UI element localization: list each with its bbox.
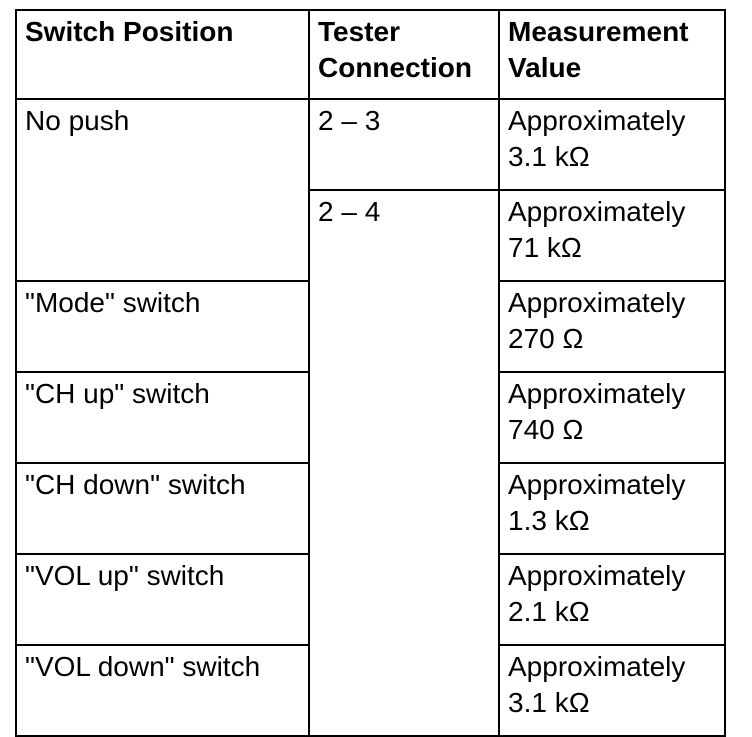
measurement-value-cell: Approximately 71 kΩ (498, 189, 726, 282)
table-row: No push 2 – 3 Approximately 3.1 kΩ (15, 98, 726, 282)
table-row: "VOL down" switch Approximately 3.1 kΩ (15, 644, 726, 737)
measurement-value-cell: Approximately 270 Ω (498, 280, 726, 373)
header-measurement-value: Measurement Value (498, 9, 726, 100)
switch-position-cell: "VOL up" switch (15, 553, 310, 646)
table-row: "CH up" switch Approximately 740 Ω (15, 371, 726, 464)
header-row: Switch Position Tester Connection Measur… (15, 9, 726, 100)
measurement-value-cell: Approximately 1.3 kΩ (498, 462, 726, 555)
switch-position-cell: "CH down" switch (15, 462, 310, 555)
switch-position-cell: "CH up" switch (15, 371, 310, 464)
table-row: 2 – 4 Approximately 71 kΩ (16, 189, 726, 737)
switch-position-cell: No push (15, 98, 310, 282)
table-row: "VOL up" switch Approximately 2.1 kΩ (15, 553, 726, 646)
switch-position-cell: "VOL down" switch (15, 644, 310, 737)
measurement-value-cell: Approximately 2.1 kΩ (498, 553, 726, 646)
table-row: "CH down" switch Approximately 1.3 kΩ (15, 462, 726, 555)
tester-connection-cell: 2 – 4 (308, 189, 500, 737)
tester-connection-cell: 2 – 3 (308, 98, 500, 191)
switch-resistance-table: Switch Position Tester Connection Measur… (15, 9, 726, 737)
header-switch-position: Switch Position (15, 9, 310, 100)
header-tester-connection: Tester Connection (308, 9, 500, 100)
switch-position-cell: "Mode" switch (15, 280, 310, 373)
measurement-value-cell: Approximately 740 Ω (498, 371, 726, 464)
table-row: "Mode" switch Approximately 270 Ω (15, 280, 726, 373)
measurement-value-cell: Approximately 3.1 kΩ (498, 98, 726, 191)
measurement-value-cell: Approximately 3.1 kΩ (498, 644, 726, 737)
